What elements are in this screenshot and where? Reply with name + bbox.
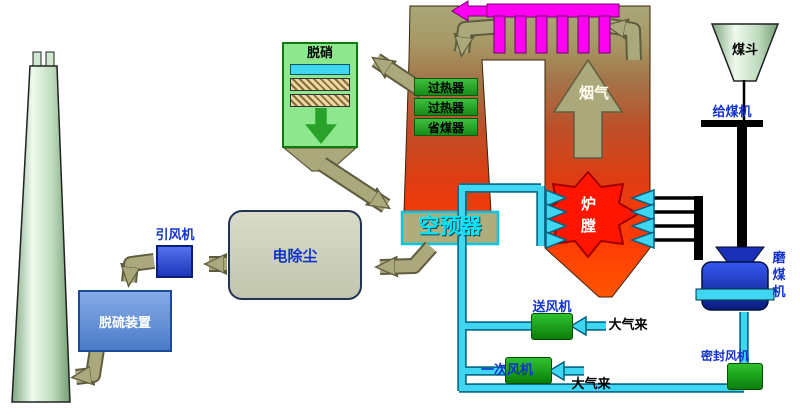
- scr-down-arrow: [305, 108, 337, 144]
- steam-left-arrow: [451, 0, 488, 22]
- arrow-idfan-fgd: [129, 255, 155, 282]
- superheater-box-2: 过热器: [414, 98, 478, 116]
- chimney-cap-left: [32, 51, 42, 68]
- pendant-header: [486, 3, 620, 18]
- esp-label: 电除尘: [272, 247, 318, 265]
- primary-inlet-arrowhead: [547, 360, 565, 382]
- coal-hopper-shape: [710, 23, 780, 82]
- electrostatic-precipitator: 电除尘: [228, 210, 362, 300]
- coal-feed-lines: [652, 80, 763, 260]
- economizer-label: 省煤器: [427, 120, 464, 135]
- desulfurization-unit: 脱硫装置: [78, 290, 172, 352]
- burner-arrowhead: [629, 202, 655, 222]
- induced-draft-fan: [156, 245, 193, 278]
- chimney-body: [11, 65, 71, 403]
- pendant-tube: [598, 15, 611, 54]
- boiler-body: [403, 5, 651, 298]
- pendant-tube: [577, 15, 590, 54]
- mill-body: [701, 261, 769, 311]
- burner-arrowhead: [629, 230, 655, 250]
- secondary-air-arrow: [545, 230, 569, 250]
- catalyst-layer: [290, 78, 350, 91]
- coal-feeder-bar: [701, 120, 763, 127]
- coal-mill: [695, 246, 775, 311]
- pendant-tube: [556, 15, 569, 54]
- scr-denox-unit: 脱硝: [282, 42, 358, 148]
- secondary-air-arrow: [545, 202, 569, 222]
- secondary-air-arrow: [545, 216, 569, 236]
- superheater-box-1: 过热器: [414, 78, 478, 96]
- economizer-box: 省煤器: [414, 118, 478, 136]
- superheater-pendant-tubes: [451, 0, 620, 54]
- flue-gas-up-arrow: [553, 59, 623, 159]
- fd-inlet-arrowhead: [569, 315, 587, 337]
- mill-air-band: [695, 288, 775, 301]
- flue-arrow-top-left: [610, 26, 640, 61]
- air-arrowheads: [545, 188, 587, 382]
- scr-outlet-arrow: [318, 158, 386, 212]
- burner-arrowhead: [629, 188, 655, 208]
- primary-air-fan: [505, 357, 552, 384]
- catalyst-layer: [290, 94, 350, 107]
- chimney-cap-right: [45, 51, 55, 68]
- mill-inlet-funnel: [715, 246, 765, 264]
- chimney: [11, 51, 71, 403]
- air-ducts: [459, 185, 747, 391]
- pendant-tube: [535, 15, 548, 54]
- arrow-fgd-chimney: [76, 348, 103, 377]
- pendant-tube: [514, 15, 527, 54]
- seal-air-fan: [727, 363, 763, 390]
- secondary-air-arrow: [545, 188, 569, 208]
- flue-arrow-top-down: [462, 20, 504, 52]
- burner-arrowhead: [629, 216, 655, 236]
- arrow-aph-esp: [380, 242, 436, 267]
- coal-drop-pipe: [737, 127, 747, 249]
- fgd-label: 脱硫装置: [98, 314, 151, 330]
- superheater-2-label: 过热器: [427, 100, 464, 115]
- burner-pipe-riser: [694, 196, 703, 260]
- flue-gas-arrows-cleanup: [70, 241, 437, 386]
- pendant-tube: [493, 15, 506, 54]
- air-preheater-block: [400, 210, 500, 246]
- flue-gas-arrows-top: [453, 18, 642, 61]
- burner-arrowheads: [629, 188, 655, 250]
- forced-draft-fan: [531, 313, 573, 340]
- superheater-1-label: 过热器: [427, 80, 464, 95]
- denox-label: 脱硝: [306, 45, 333, 60]
- ammonia-injection-strip: [290, 64, 350, 75]
